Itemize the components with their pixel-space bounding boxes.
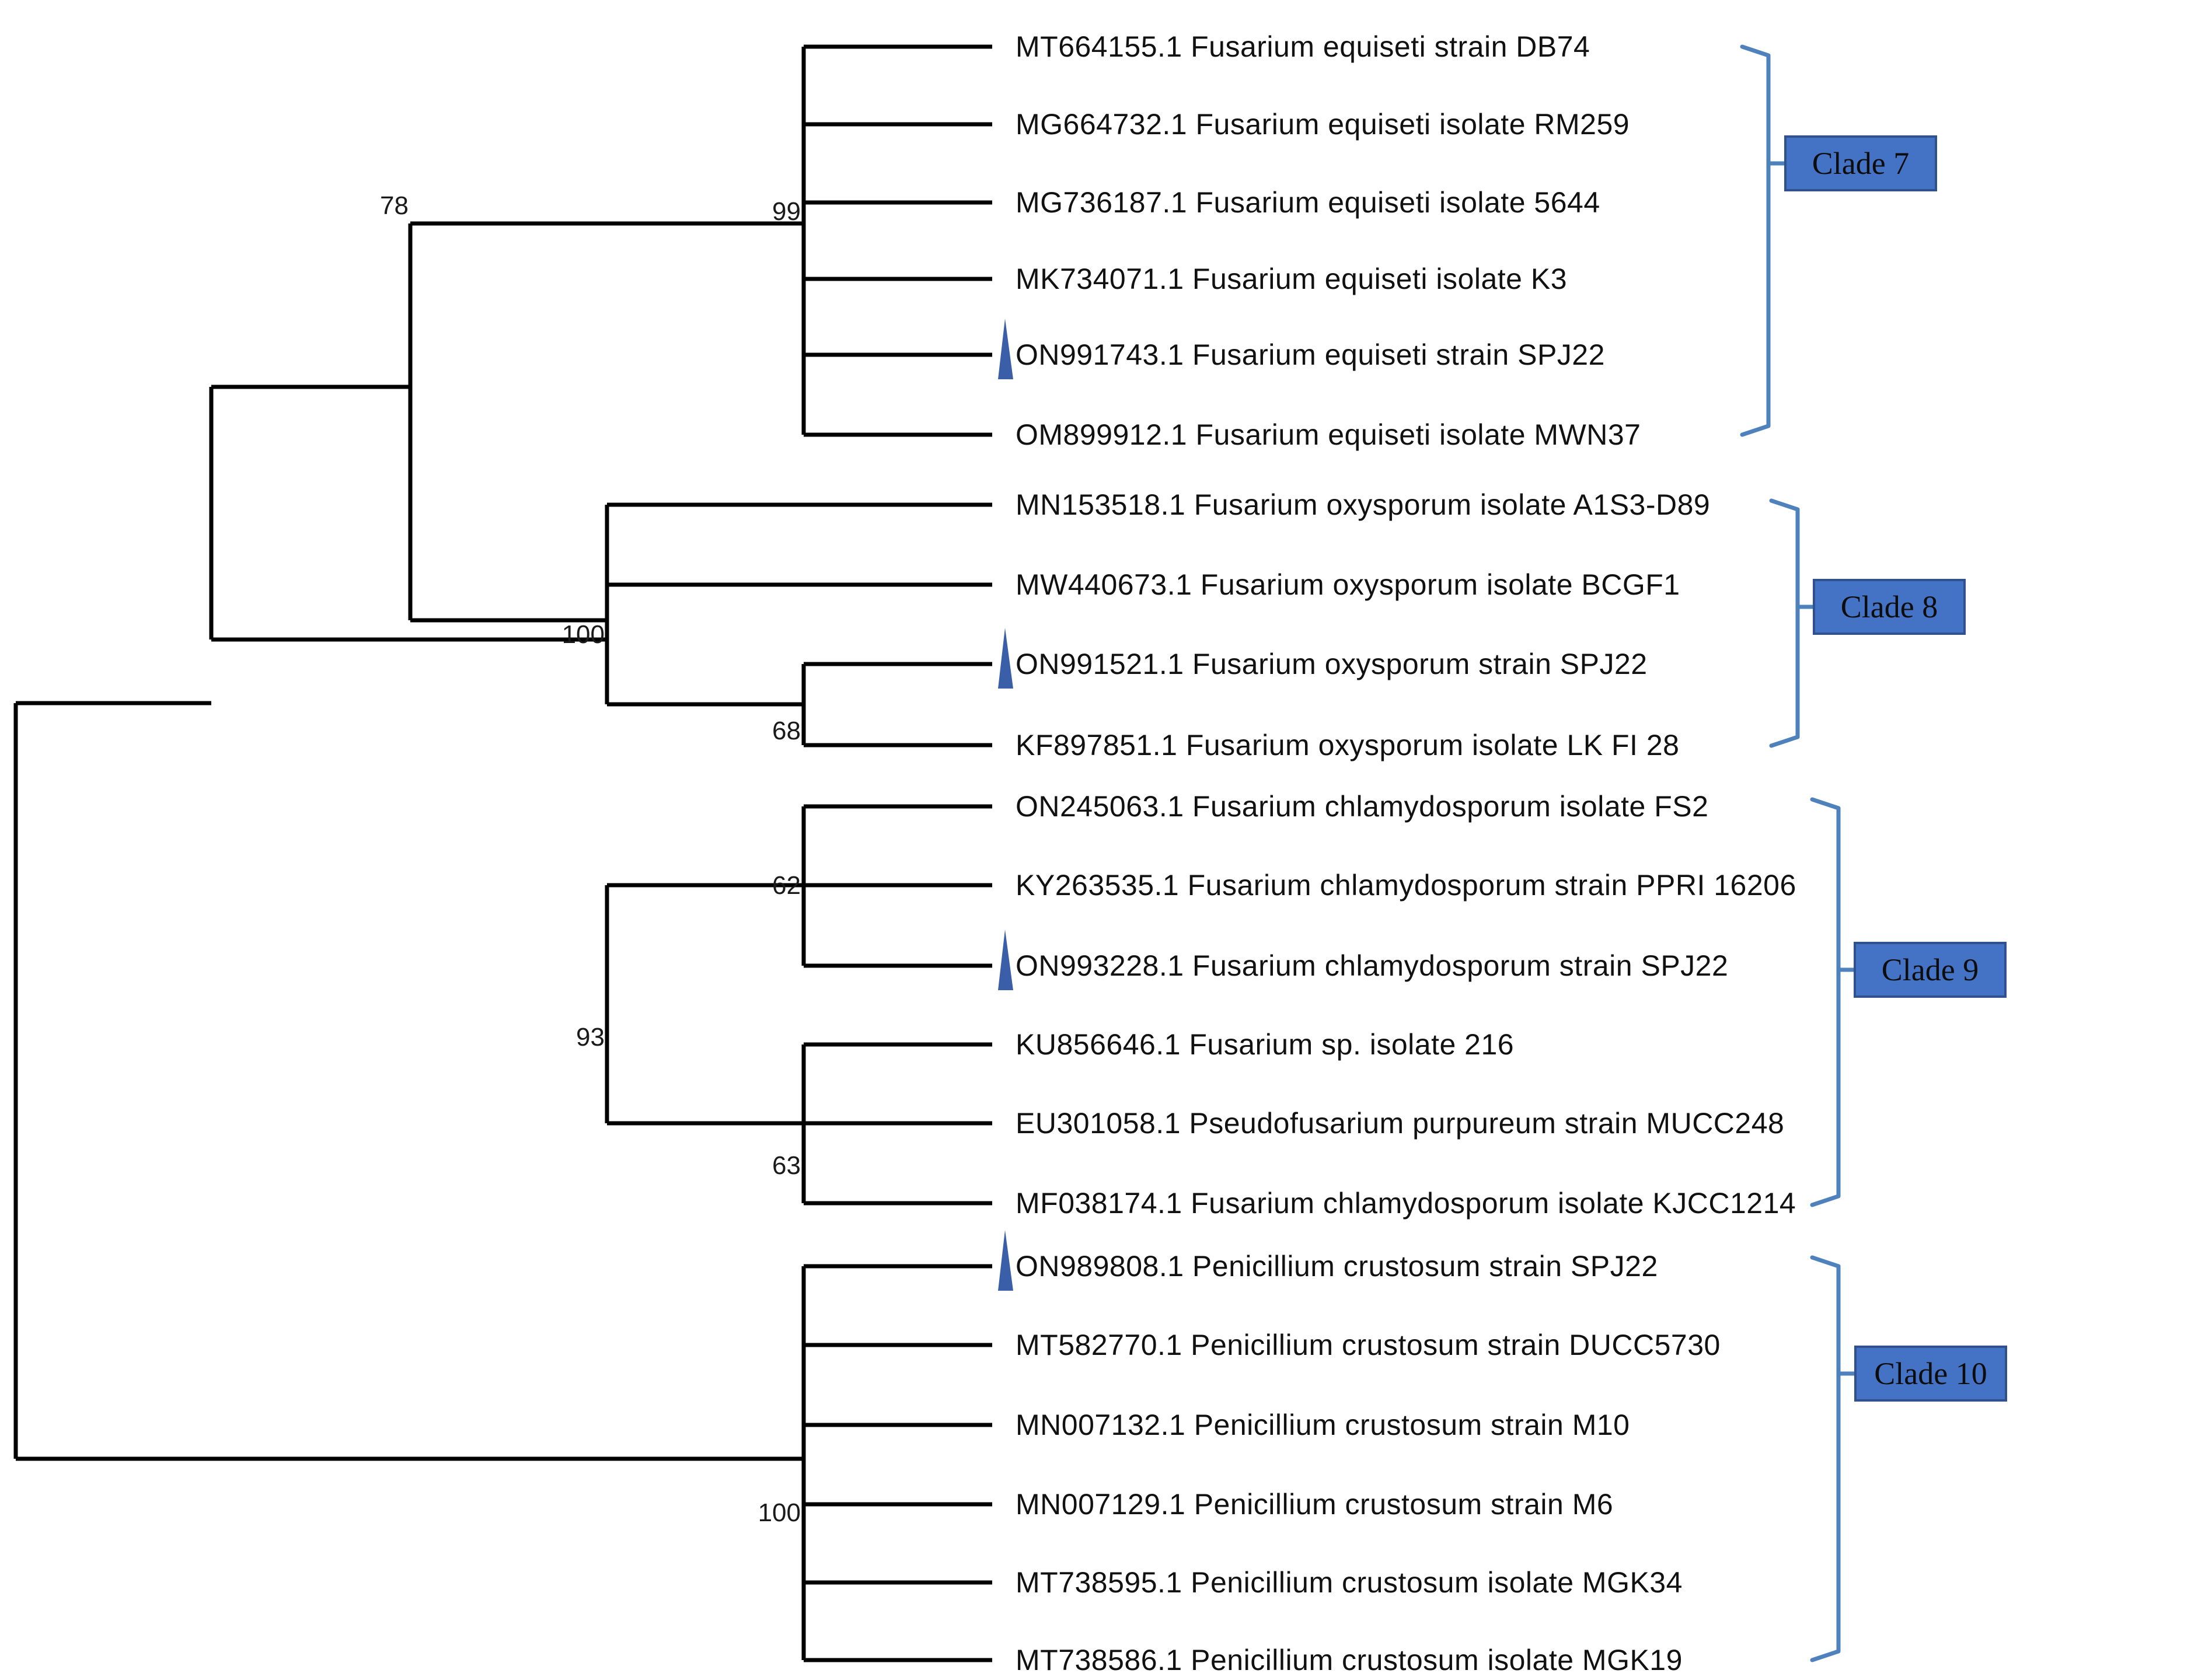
leaf-label-KU856646-1: KU856646.1 Fusarium sp. isolate 216 — [1016, 1028, 1515, 1061]
clade-8-bracket — [1769, 498, 1800, 748]
leaf-label-KY263535-1: KY263535.1 Fusarium chlamydosporum strai… — [1016, 869, 1796, 902]
bootstrap-value: 78 — [380, 191, 409, 220]
clade-box-clade-9[interactable]: Clade 9 — [1854, 942, 2007, 998]
bootstrap-value: 68 — [772, 717, 801, 745]
blue-triangle-marker — [998, 1230, 1013, 1291]
bootstrap-value: 100 — [561, 620, 605, 649]
leaf-label-MN007129-1: MN007129.1 Penicillium crustosum strain … — [1016, 1488, 1614, 1521]
leaf-label-OM899912-1: OM899912.1 Fusarium equiseti isolate MWN… — [1016, 418, 1641, 451]
leaf-label-MW440673-1: MW440673.1 Fusarium oxysporum isolate BC… — [1016, 568, 1680, 601]
leaf-label-MT582770-1: MT582770.1 Penicillium crustosum strain … — [1016, 1329, 1721, 1361]
leaf-label-MN007132-1: MN007132.1 Penicillium crustosum strain … — [1016, 1409, 1630, 1441]
bootstrap-value: 62 — [772, 871, 801, 900]
leaf-label-ON245063-1: ON245063.1 Fusarium chlamydosporum isola… — [1016, 790, 1709, 823]
leaf-label-MT738595-1: MT738595.1 Penicillium crustosum isolate… — [1016, 1566, 1683, 1599]
leaf-label-ON991521-1: ON991521.1 Fusarium oxysporum strain SPJ… — [1016, 648, 1648, 680]
bootstrap-value: 63 — [772, 1151, 801, 1180]
leaf-label-MT664155-1: MT664155.1 Fusarium equiseti strain DB74 — [1016, 30, 1590, 63]
clade-10-bracket — [1810, 1255, 1841, 1662]
leaf-label-ON993228-1: ON993228.1 Fusarium chlamydosporum strai… — [1016, 949, 1729, 982]
clade-brackets — [1740, 44, 1858, 1662]
blue-triangle-marker — [998, 628, 1013, 689]
leaf-label-MF038174-1: MF038174.1 Fusarium chlamydosporum isola… — [1016, 1187, 1796, 1220]
clade-7-bracket — [1740, 44, 1771, 437]
leaf-label-EU301058-1: EU301058.1 Pseudofusarium purpureum stra… — [1016, 1107, 1785, 1140]
bootstrap-value: 93 — [576, 1023, 605, 1051]
clade-box-clade-10[interactable]: Clade 10 — [1854, 1346, 2007, 1402]
leaf-label-MG664732-1: MG664732.1 Fusarium equiseti isolate RM2… — [1016, 108, 1630, 141]
leaf-label-ON991743-1: ON991743.1 Fusarium equiseti strain SPJ2… — [1016, 338, 1605, 371]
bootstrap-value: 99 — [772, 197, 801, 226]
leaf-label-ON989808-1: ON989808.1 Penicillium crustosum strain … — [1016, 1250, 1658, 1283]
leaf-label-MN153518-1: MN153518.1 Fusarium oxysporum isolate A1… — [1016, 488, 1711, 521]
blue-triangle-marker — [998, 930, 1013, 990]
spj22-markers — [998, 319, 1013, 1291]
branch-lines — [13, 44, 992, 1662]
leaf-label-MG736187-1: MG736187.1 Fusarium equiseti isolate 564… — [1016, 186, 1600, 219]
leaf-label-MT738586-1: MT738586.1 Penicillium crustosum isolate… — [1016, 1644, 1683, 1676]
bootstrap-value: 100 — [758, 1498, 801, 1527]
blue-triangle-marker — [998, 319, 1013, 379]
clade-box-clade-8[interactable]: Clade 8 — [1813, 579, 1966, 635]
leaf-label-MK734071-1: MK734071.1 Fusarium equiseti isolate K3 — [1016, 263, 1568, 295]
clade-box-clade-7[interactable]: Clade 7 — [1784, 135, 1937, 191]
clade-9-bracket — [1810, 797, 1841, 1207]
leaf-label-KF897851-1: KF897851.1 Fusarium oxysporum isolate LK… — [1016, 729, 1680, 761]
